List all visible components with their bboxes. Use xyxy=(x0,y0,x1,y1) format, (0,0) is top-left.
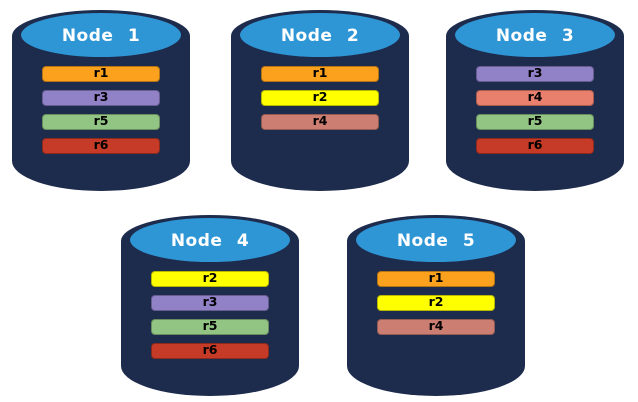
replica-label: r4 xyxy=(428,318,444,334)
replica-bar-r1: r1 xyxy=(261,66,379,82)
node-label: Node 3 xyxy=(495,25,575,46)
replica-bar-r2: r2 xyxy=(261,90,379,106)
database-node-5: Node 5 r1 r2 r4 xyxy=(347,213,525,396)
replica-label: r6 xyxy=(202,342,218,358)
replica-label: r1 xyxy=(93,65,109,81)
replica-list: r3 r4 r5 r6 xyxy=(476,66,594,154)
replica-bar-r4: r4 xyxy=(476,90,594,106)
replica-label: r3 xyxy=(527,65,543,81)
replica-label: r5 xyxy=(93,113,109,129)
replica-bar-r1: r1 xyxy=(42,66,160,82)
replica-bar-r6: r6 xyxy=(42,138,160,154)
replica-list: r1 r2 r4 xyxy=(377,271,495,335)
replica-label: r6 xyxy=(93,137,109,153)
replica-bar-r6: r6 xyxy=(151,343,269,359)
replica-label: r2 xyxy=(312,89,328,105)
cylinder-top-ellipse: Node 5 xyxy=(356,218,516,262)
replica-bar-r3: r3 xyxy=(476,66,594,82)
replica-bar-r2: r2 xyxy=(151,271,269,287)
replica-bar-r5: r5 xyxy=(151,319,269,335)
node-label: Node 2 xyxy=(280,25,360,46)
cylinder-top-ellipse: Node 4 xyxy=(130,218,290,262)
replica-bar-r1: r1 xyxy=(377,271,495,287)
replica-label: r4 xyxy=(312,113,328,129)
replica-bar-r4: r4 xyxy=(261,114,379,130)
replica-label: r5 xyxy=(527,113,543,129)
replica-bar-r5: r5 xyxy=(42,114,160,130)
replica-label: r3 xyxy=(202,294,218,310)
replica-bar-r4: r4 xyxy=(377,319,495,335)
replica-label: r5 xyxy=(202,318,218,334)
cylinder-top-ellipse: Node 1 xyxy=(21,13,181,57)
replica-label: r1 xyxy=(428,270,444,286)
replica-bar-r6: r6 xyxy=(476,138,594,154)
replica-label: r6 xyxy=(527,137,543,153)
replica-bar-r3: r3 xyxy=(42,90,160,106)
replica-label: r4 xyxy=(527,89,543,105)
cylinder-top-ellipse: Node 2 xyxy=(240,13,400,57)
replica-bar-r3: r3 xyxy=(151,295,269,311)
replica-bar-r5: r5 xyxy=(476,114,594,130)
replica-list: r2 r3 r5 r6 xyxy=(151,271,269,359)
database-node-1: Node 1 r1 r3 r5 r6 xyxy=(12,8,190,191)
replica-list: r1 r2 r4 xyxy=(261,66,379,130)
node-label: Node 5 xyxy=(396,230,476,251)
replica-bar-r2: r2 xyxy=(377,295,495,311)
database-node-4: Node 4 r2 r3 r5 r6 xyxy=(121,213,299,396)
node-label: Node 1 xyxy=(61,25,141,46)
replica-label: r2 xyxy=(202,270,218,286)
cylinder-top-ellipse: Node 3 xyxy=(455,13,615,57)
replica-list: r1 r3 r5 r6 xyxy=(42,66,160,154)
database-node-2: Node 2 r1 r2 r4 xyxy=(231,8,409,191)
replica-label: r2 xyxy=(428,294,444,310)
database-node-3: Node 3 r3 r4 r5 r6 xyxy=(446,8,624,191)
replica-label: r1 xyxy=(312,65,328,81)
replica-label: r3 xyxy=(93,89,109,105)
node-label: Node 4 xyxy=(170,230,250,251)
